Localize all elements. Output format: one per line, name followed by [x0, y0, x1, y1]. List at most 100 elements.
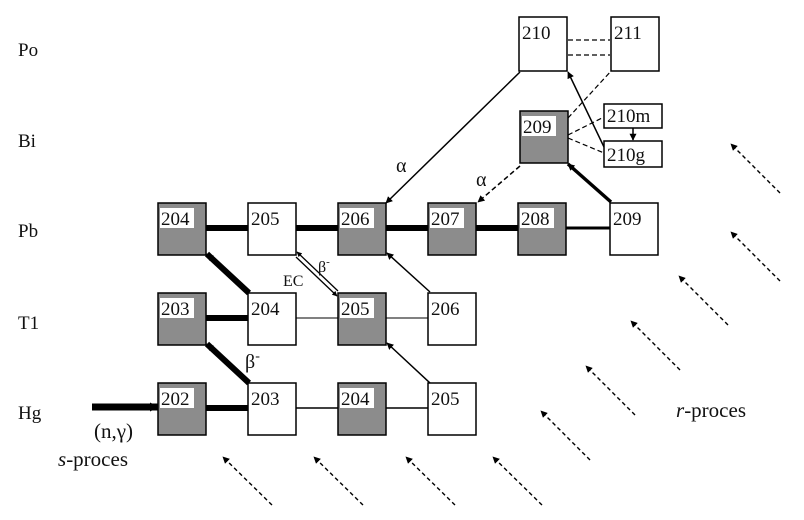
r-process-arrow-5 — [540, 410, 591, 461]
process-labels: α α EC β- β- (n,γ) s-proces r-proces — [58, 155, 746, 471]
r-process-arrow-6 — [585, 365, 636, 416]
nuclide-boxes: 210 211 209 210m 210g 204 205 206 207 208 209 203 20… — [157, 16, 663, 436]
beta-label-large-base: β — [245, 351, 255, 373]
ec-label: EC — [283, 273, 303, 290]
nuclide-mass-pb207: 207 — [431, 209, 460, 230]
s-process-label: s-proces — [58, 447, 128, 471]
r-process-arrow-3 — [405, 456, 456, 506]
nuclide-rect-hg205 — [427, 382, 477, 436]
r-process-arrow-2 — [313, 456, 364, 506]
link-bi209-bi210g — [567, 137, 605, 154]
element-label-pb: Pb — [18, 221, 38, 242]
nuclide-rect-bi210m — [603, 103, 663, 129]
nuclide-box-bi209: 209 — [519, 110, 569, 164]
alpha-arrow-bi209-pb207 — [477, 165, 521, 203]
nuclide-rect-pb209 — [609, 202, 659, 256]
r-process-arrow-9 — [730, 231, 781, 282]
s-process-prefix: s — [58, 447, 66, 471]
nuclide-mass-hg203: 203 — [251, 389, 280, 410]
nuclide-mass-hg205: 205 — [431, 389, 460, 410]
beta-arrow-bi210g-po210 — [567, 71, 605, 148]
nuclide-box-pb206: 206 — [337, 202, 387, 256]
nuclide-mass-pb208: 208 — [521, 209, 550, 230]
beta-label-large-sup: - — [255, 349, 260, 364]
nuclide-mass-pb205: 205 — [251, 209, 280, 230]
nuclide-label-bg-hg204 — [340, 388, 374, 408]
nuclide-box-pb209: 209 — [609, 202, 659, 256]
connections — [206, 39, 613, 411]
r-process-arrow-4 — [492, 456, 543, 506]
link-bi209-bi210m — [567, 116, 605, 136]
alpha-label-1: α — [396, 155, 407, 177]
nuclide-label-bg-tl203 — [160, 298, 194, 318]
beta-label-small: β- — [318, 256, 330, 276]
nuclide-box-pb205: 205 — [247, 202, 297, 256]
nuclide-box-bi210m: 210m — [603, 103, 663, 129]
nuclide-label-bg-pb204 — [160, 208, 194, 228]
beta-arrow-pb209-bi209 — [566, 162, 613, 204]
r-process-prefix: r — [676, 398, 685, 422]
beta-label-large: β- — [245, 349, 260, 373]
r-process-arrow-10 — [730, 143, 781, 194]
nuclide-label-bg-hg202 — [160, 388, 194, 408]
element-label-bi: Bi — [18, 131, 36, 152]
nuclide-box-tl204: 204 — [247, 292, 297, 346]
alpha-arrow-po210-pb206 — [385, 71, 521, 204]
nuclide-mass-tl205: 205 — [341, 299, 370, 320]
nuclide-box-po210: 210 — [518, 16, 568, 72]
beta-arrow-pb205-tl205 — [295, 256, 338, 297]
nuclide-box-tl203: 203 — [157, 292, 207, 346]
r-process-arrow-7 — [630, 320, 681, 371]
beta-label-small-sup: - — [326, 256, 330, 268]
nuclide-label-bg-tl205 — [340, 298, 374, 318]
beta-arrow-tl204-pb204 — [204, 251, 252, 296]
nuclide-box-tl205: 205 — [337, 292, 387, 346]
nuclide-box-hg204: 204 — [337, 382, 387, 436]
n-gamma-label: (n,γ) — [94, 419, 133, 443]
nuclide-mass-pb209: 209 — [613, 209, 642, 230]
nuclide-mass-tl203: 203 — [161, 299, 190, 320]
alpha-label-2: α — [476, 169, 487, 191]
nuclide-rect-hg203 — [247, 382, 297, 436]
link-bi209-po211 — [567, 69, 613, 119]
nuclide-mass-po211: 211 — [614, 23, 642, 44]
nuclide-box-pb208: 208 — [517, 202, 567, 256]
nuclide-label-bg-pb208 — [520, 208, 554, 228]
nuclide-box-pb204: 204 — [157, 202, 207, 256]
nuclide-mass-tl204: 204 — [251, 299, 280, 320]
nuclide-rect-po211 — [610, 16, 660, 72]
nuclide-label-bg-pb207 — [430, 208, 464, 228]
nuclide-rect-bi210g — [603, 140, 663, 168]
nuclide-mass-hg202: 202 — [161, 389, 190, 410]
r-process-label: r-proces — [676, 398, 746, 422]
r-process-suffix: -proces — [684, 398, 746, 422]
element-labels: Po Bi Pb T1 Hg — [18, 40, 42, 424]
nuclide-box-pb207: 207 — [427, 202, 477, 256]
r-process-arrow-1 — [222, 456, 273, 506]
nuclide-mass-bi209: 209 — [523, 117, 552, 138]
nuclide-rect-po210 — [518, 16, 568, 72]
nuclide-box-tl206: 206 — [427, 292, 477, 346]
element-label-hg: Hg — [18, 403, 42, 424]
nuclide-mass-hg204: 204 — [341, 389, 370, 410]
nuclide-mass-bi210m: 210m — [607, 106, 651, 127]
element-label-tl: T1 — [18, 313, 39, 334]
beta-arrow-tl206-pb206 — [386, 252, 431, 293]
arrows — [92, 71, 637, 412]
nuclide-box-po211: 211 — [610, 16, 660, 72]
nuclide-mass-bi210g: 210g — [607, 145, 646, 166]
element-label-po: Po — [18, 40, 38, 61]
nuclide-label-bg-pb206 — [340, 208, 374, 228]
nuclide-rect-tl204 — [247, 292, 297, 346]
beta-arrow-hg205-tl205 — [386, 342, 431, 384]
beta-label-small-base: β — [318, 259, 326, 276]
r-process-arrows — [222, 143, 781, 506]
nuclide-rect-tl206 — [427, 292, 477, 346]
nuclide-mass-pb206: 206 — [341, 209, 370, 230]
ec-arrow-tl205-pb205 — [296, 251, 339, 292]
beta-arrow-hg203-tl203 — [204, 341, 252, 386]
nuclide-mass-po210: 210 — [522, 23, 551, 44]
nuclide-rect-pb205 — [247, 202, 297, 256]
nuclide-box-hg203: 203 — [247, 382, 297, 436]
